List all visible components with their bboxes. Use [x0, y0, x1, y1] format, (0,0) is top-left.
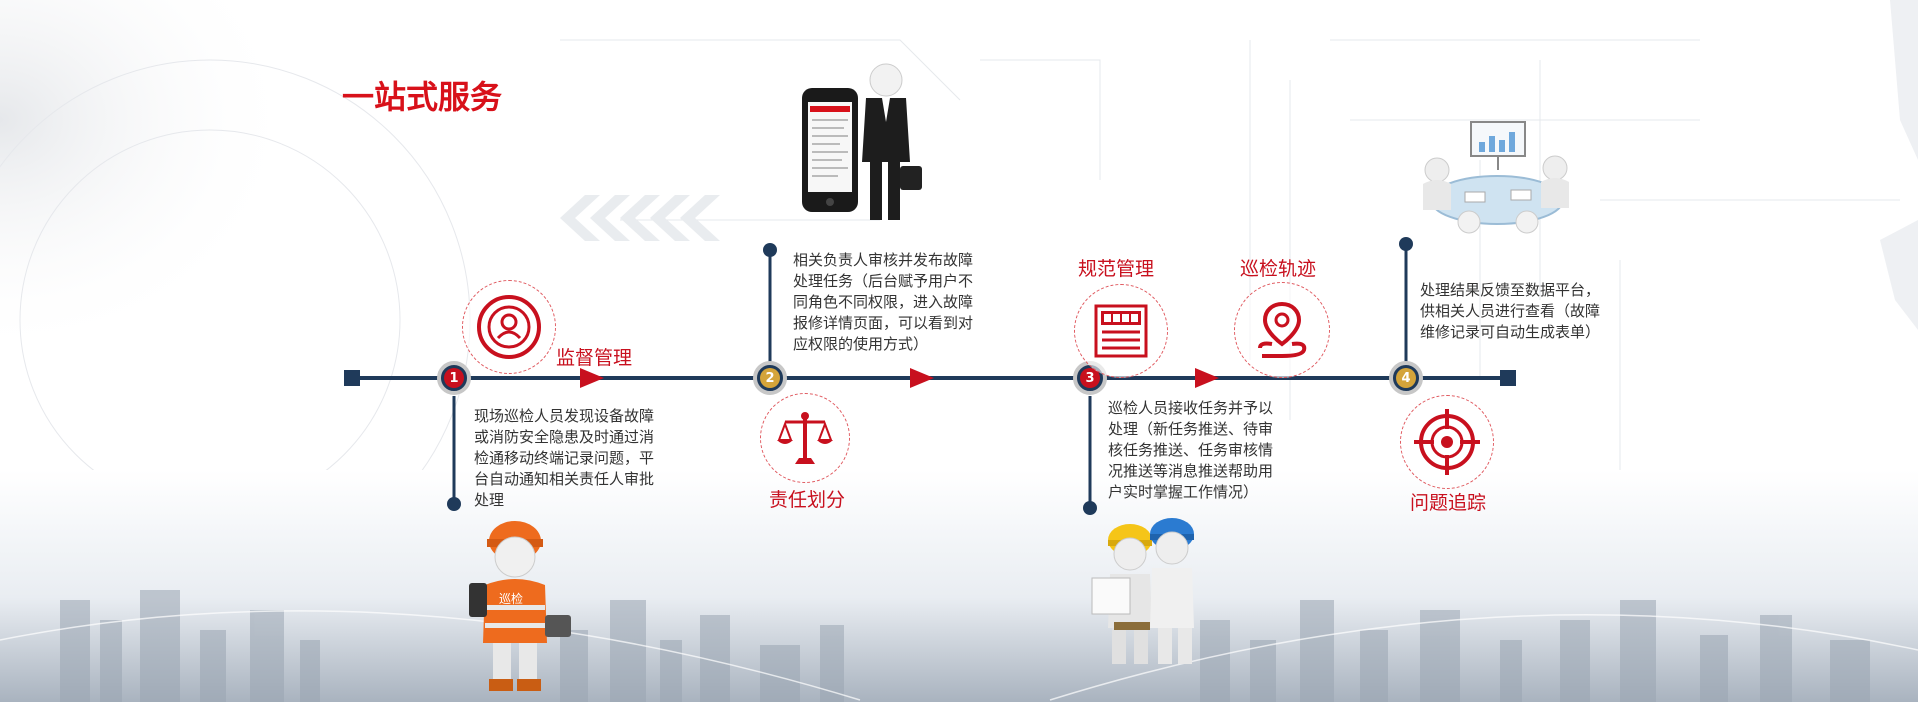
step-node-1: 1	[437, 361, 471, 395]
timeline-start-marker	[344, 370, 360, 386]
arrow-icon	[910, 368, 934, 388]
supervision-icon	[462, 280, 556, 374]
inspector-worker-figure: 巡检	[469, 521, 571, 691]
arrow-icon	[1195, 368, 1219, 388]
category-tracking-label: 问题追踪	[1410, 492, 1487, 514]
step-4-description: 处理结果反馈至数据平台， 供相关人员进行查看（故障 维修记录可自动生成表单）	[1420, 281, 1601, 341]
meeting-team-figure	[1423, 121, 1569, 234]
step-node-4: 4	[1389, 361, 1423, 395]
category-patrol-track-label: 巡检轨迹	[1240, 258, 1317, 280]
category-responsibility-label: 责任划分	[769, 489, 846, 511]
step-number-1: 1	[444, 368, 464, 388]
step-3-description: 巡检人员接收任务并予以 处理（新任务推送、待审 核任务推送、任务审核情 况推送等…	[1108, 399, 1274, 501]
timeline-end-marker	[1500, 370, 1516, 386]
field-workers-figure	[1091, 518, 1194, 664]
step-1-description: 现场巡检人员发现设备故障 或消防安全隐患及时通过消 检通移动终端记录问题，平 台…	[474, 407, 655, 509]
category-supervision-label: 监督管理	[556, 347, 633, 369]
target-icon	[1400, 395, 1494, 489]
phone-manager-figure	[802, 63, 922, 220]
step-2-description: 相关负责人审核并发布故障 处理任务（后台赋予用户不 同角色不同权限，进入故障 报…	[793, 251, 974, 353]
step-number-4: 4	[1396, 368, 1416, 388]
step-number-2: 2	[760, 368, 780, 388]
step-node-2: 2	[753, 361, 787, 395]
location-pin-icon	[1234, 282, 1330, 378]
arrow-icon	[580, 368, 604, 388]
rule-document-icon	[1074, 284, 1168, 378]
step-number-3: 3	[1080, 368, 1100, 388]
category-standard-label: 规范管理	[1078, 258, 1155, 280]
page-title: 一站式服务	[342, 78, 503, 116]
scales-icon	[760, 393, 850, 483]
vest-label: 巡检	[499, 591, 523, 606]
